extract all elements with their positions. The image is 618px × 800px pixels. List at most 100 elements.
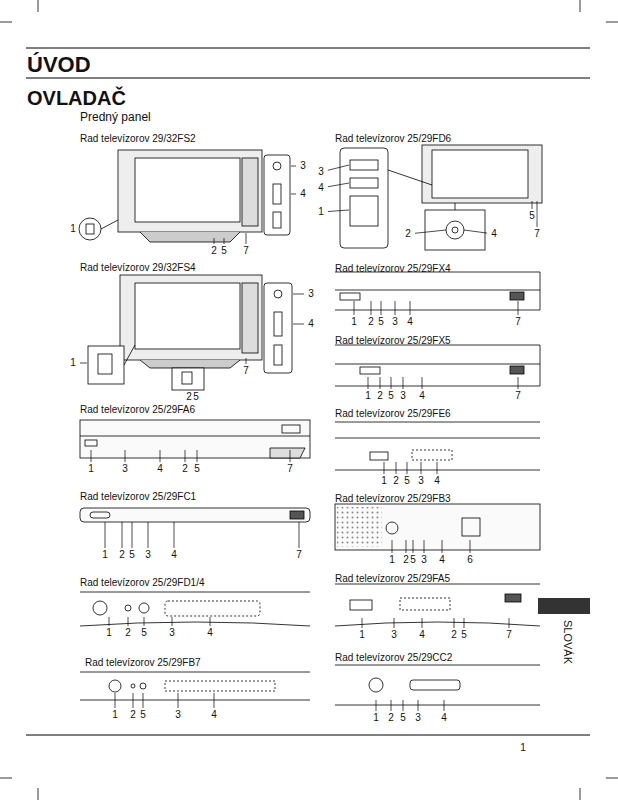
callout-number: 7 (514, 317, 522, 327)
series-heading: Rad televízorov 25/29FC1 (80, 492, 196, 502)
leader-line (437, 462, 438, 474)
series-heading: Rad televízorov 25/29FE6 (335, 409, 451, 419)
leader-line (174, 522, 175, 548)
leader-line (396, 462, 397, 474)
leader-line (518, 301, 519, 315)
leader-line (291, 166, 296, 167)
leader-line (160, 450, 161, 462)
callout-number: 5 (409, 555, 417, 565)
callout-number: 5 (399, 713, 407, 723)
callout-number: 1 (380, 476, 388, 486)
leader-line (418, 700, 419, 711)
callout-number: 7 (295, 550, 303, 560)
callout-number: 4 (317, 183, 325, 193)
leader-line (328, 165, 349, 170)
callout-number: 2 (450, 630, 458, 640)
callout-number: 5 (220, 246, 228, 256)
leader-line (371, 301, 372, 315)
leader-line (391, 377, 392, 389)
leader-line (91, 450, 92, 462)
callout-number: 3 (299, 161, 307, 171)
language-tab: SLOVÁK (562, 620, 573, 664)
callout-number: 1 (388, 555, 396, 565)
callout-number: 1 (69, 358, 77, 368)
leader-line (407, 462, 408, 474)
leader-line (444, 700, 445, 711)
leader-line (537, 201, 538, 227)
callout-number: 2 (376, 391, 384, 401)
callout-number: 5 (528, 211, 536, 221)
leader-line (291, 194, 296, 195)
callout-number: 5 (192, 392, 200, 402)
leader-line (115, 693, 116, 708)
series-heading: Rad televízorov 29/32FS4 (80, 263, 196, 273)
callout-number: 1 (350, 317, 358, 327)
callout-number: 4 (210, 710, 218, 720)
callout-number: 2 (124, 628, 132, 638)
callout-number: 5 (460, 630, 468, 640)
callout-number: 4 (156, 464, 164, 474)
callout-number: 1 (364, 391, 372, 401)
callout-number: 2 (367, 317, 375, 327)
leader-line (293, 324, 304, 325)
leader-line (464, 618, 465, 628)
leader-line (464, 230, 487, 233)
callout-number: 7 (242, 366, 250, 376)
callout-number: 1 (105, 628, 113, 638)
series-heading: Rad televízorov 25/29FB7 (85, 658, 201, 668)
leader-line (132, 522, 133, 548)
leader-line (421, 462, 422, 474)
leader-line (380, 377, 381, 389)
callout-number: 3 (168, 628, 176, 638)
leader-line (328, 183, 349, 187)
callout-number: 4 (307, 319, 315, 329)
series-heading: Rad televízorov 25/29FA5 (335, 574, 450, 584)
leader-line (354, 301, 355, 315)
callout-number: 2 (392, 476, 400, 486)
leader-line (368, 377, 369, 389)
leader-line (214, 693, 215, 708)
callout-number: 3 (307, 289, 315, 299)
series-heading: Rad televízorov 25/29FD1/4 (80, 578, 205, 588)
leader-line (133, 693, 134, 708)
callout-number: 4 (406, 317, 414, 327)
callout-number: 3 (414, 713, 422, 723)
leader-line (144, 617, 145, 626)
leader-line (172, 617, 173, 626)
leader-line (454, 618, 455, 628)
series-heading: Rad televízorov 29/32FS2 (80, 134, 196, 144)
leader-line (224, 238, 225, 244)
leader-line (105, 522, 106, 548)
callout-number: 4 (438, 555, 446, 565)
callout-number: 4 (418, 391, 426, 401)
leader-line (422, 377, 423, 389)
leader-line (424, 540, 425, 553)
leader-line (376, 700, 377, 711)
callout-number: 7 (514, 391, 522, 401)
callout-number: 6 (466, 555, 474, 565)
callout-number: 1 (372, 713, 380, 723)
leader-line (410, 301, 411, 315)
leader-line (299, 522, 300, 548)
leader-line (415, 230, 446, 233)
leader-line (532, 201, 533, 209)
leader-line (246, 358, 247, 364)
section-heading: Predný panel (80, 111, 151, 123)
leader-line (518, 377, 519, 389)
leader-line (178, 693, 179, 708)
callout-number: 7 (505, 630, 513, 640)
leader-line (328, 210, 349, 212)
callout-number: 3 (144, 550, 152, 560)
series-heading: Rad televízorov 25/29CC2 (335, 653, 452, 663)
section-heading: OVLADAČ (27, 88, 126, 108)
callout-number: 4 (490, 229, 498, 239)
leader-line (470, 540, 471, 553)
leader-line (128, 617, 129, 626)
callout-number: 2 (404, 229, 412, 239)
leader-line (290, 450, 291, 462)
callout-number: 1 (111, 710, 119, 720)
leader-line (394, 618, 395, 628)
callout-number: 3 (417, 476, 425, 486)
callout-number: 2 (129, 710, 137, 720)
leader-line (125, 450, 126, 462)
